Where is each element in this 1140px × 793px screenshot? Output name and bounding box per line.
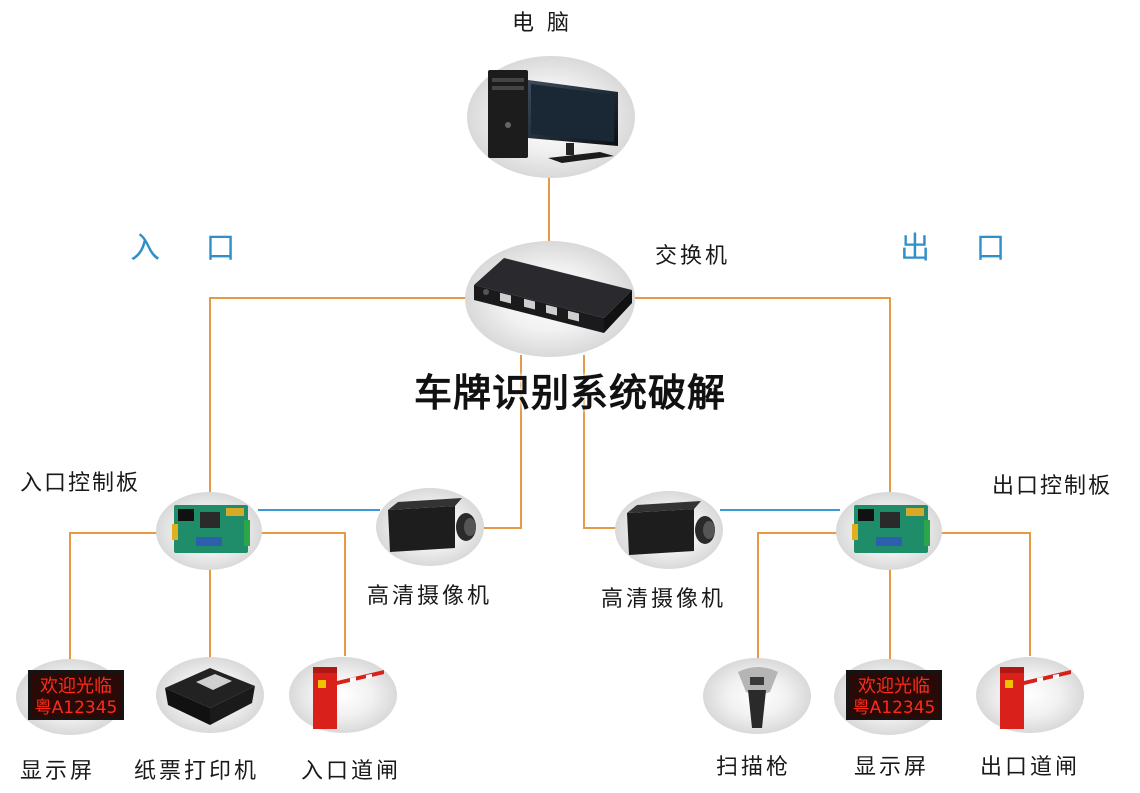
barcode-scanner-icon [738, 667, 778, 728]
barrier-gate-icon [1000, 667, 1071, 729]
line-entry-ctrl-gate [258, 532, 346, 656]
scanner-label: 扫描枪 [716, 755, 792, 780]
exit-side-label: 出 口 [900, 231, 1024, 266]
camera-icon [388, 498, 476, 552]
led-display-icon: 欢迎光临 粤A12345 [846, 670, 942, 720]
diagram-title: 车牌识别系统破解 [413, 371, 726, 415]
exit-display-label: 显示屏 [854, 755, 930, 780]
switch-icon [474, 258, 632, 333]
entry-controller-node [156, 492, 262, 570]
led-line-1: 欢迎光临 [40, 676, 112, 697]
printer-icon [165, 668, 255, 725]
entry-display-node: 欢迎光临 粤A12345 [16, 659, 124, 735]
exit-camera-label: 高清摄像机 [601, 587, 727, 612]
switch-node [465, 241, 635, 357]
entry-side-label: 入 口 [130, 231, 254, 266]
entry-camera-node [376, 488, 484, 566]
ticket-printer-label: 纸票打印机 [134, 759, 260, 784]
line-switch-exit-controller [630, 297, 891, 500]
switch-label: 交换机 [655, 244, 731, 269]
computer-label: 电 脑 [512, 11, 572, 36]
computer-icon [488, 70, 618, 163]
orange-connections [69, 176, 1031, 668]
camera-icon [627, 501, 715, 555]
circuit-board-icon [172, 505, 250, 553]
line-switch-exit-camera [583, 355, 622, 529]
line-switch-entry-controller [209, 297, 470, 500]
circuit-board-icon [852, 505, 930, 553]
led-line-2: 粤A12345 [853, 698, 936, 718]
computer-node [467, 56, 635, 178]
entry-gate-node [289, 657, 397, 733]
exit-display-node: 欢迎光临 粤A12345 [834, 659, 942, 735]
exit-controller-node [836, 492, 942, 570]
led-display-icon: 欢迎光临 粤A12345 [28, 670, 124, 720]
ticket-printer-node [156, 657, 264, 733]
exit-controller-label: 出口控制板 [992, 474, 1113, 499]
exit-gate-node [976, 657, 1084, 733]
exit-gate-label: 出口道闸 [980, 755, 1081, 780]
entry-gate-label: 入口道闸 [301, 759, 402, 784]
line-entry-ctrl-display [69, 532, 160, 668]
entry-display-label: 显示屏 [20, 759, 96, 784]
scanner-node [703, 658, 811, 734]
entry-controller-label: 入口控制板 [20, 471, 141, 496]
led-line-2: 粤A12345 [35, 698, 118, 718]
line-exit-ctrl-gate [940, 532, 1031, 656]
barrier-gate-icon [313, 667, 384, 729]
line-exit-ctrl-scanner [757, 532, 840, 660]
line-switch-entry-camera [480, 355, 522, 529]
entry-camera-label: 高清摄像机 [367, 584, 493, 609]
exit-camera-node [615, 491, 723, 569]
led-line-1: 欢迎光临 [858, 676, 930, 697]
